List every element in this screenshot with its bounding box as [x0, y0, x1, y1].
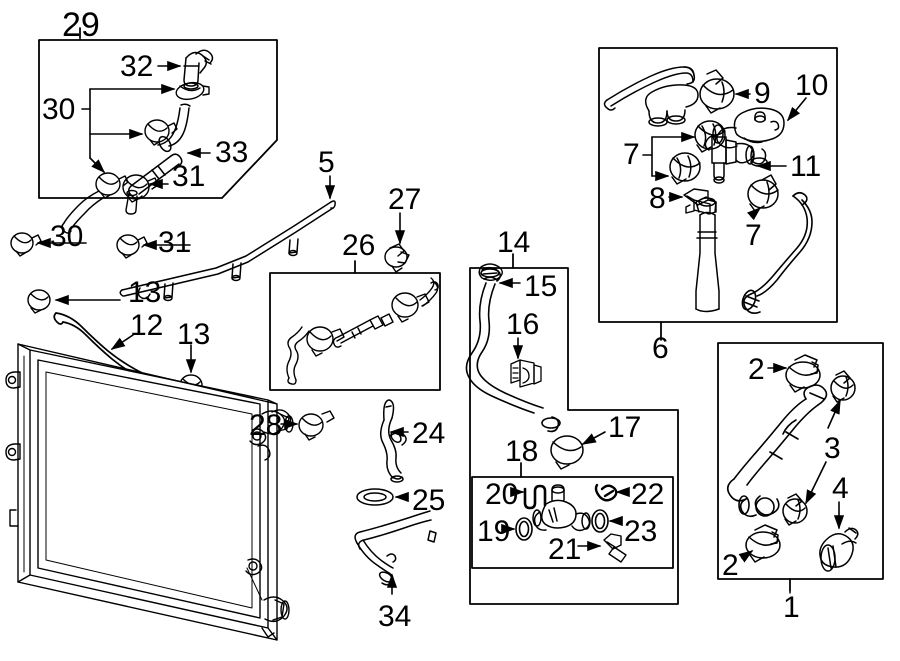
part-21-sensor — [603, 533, 627, 563]
panel-26-outline — [269, 260, 441, 391]
part-15-clamp — [478, 263, 503, 281]
part-27-clamp — [384, 243, 410, 273]
callout-12: 12 — [130, 309, 164, 342]
callout-13: 13 — [177, 318, 211, 351]
callout-3: 3 — [824, 432, 841, 465]
part-19-oring — [515, 517, 533, 541]
callout-26: 26 — [342, 229, 376, 262]
callout-30: 30 — [50, 220, 84, 253]
callout-1: 1 — [783, 591, 800, 624]
panel-6-hose-a — [603, 66, 696, 111]
panel-6-hose-b — [644, 84, 699, 127]
part-5-tube — [119, 200, 336, 302]
part-9-clamp — [699, 69, 735, 114]
part-16-clip — [510, 359, 542, 388]
part-28-clamp — [298, 410, 335, 441]
callout-7: 7 — [623, 138, 640, 171]
callout-34: 34 — [378, 600, 412, 633]
part-20-clip — [523, 484, 547, 510]
callout-15: 15 — [524, 270, 558, 303]
part-30-clamp-b — [144, 119, 178, 146]
callout-5: 5 — [318, 146, 335, 179]
callout-22: 22 — [631, 478, 665, 511]
callout-7: 7 — [745, 219, 762, 252]
callout-31: 31 — [172, 160, 206, 193]
part-30-clamp-c — [95, 172, 129, 199]
callout-9: 9 — [754, 77, 771, 110]
callout-23: 23 — [624, 515, 658, 548]
part-7-clamp-b — [669, 152, 701, 185]
callout-28: 28 — [249, 409, 283, 442]
part-24-pipe — [380, 399, 407, 483]
part-22-clip — [594, 483, 618, 502]
callout-2: 2 — [748, 353, 765, 386]
callout-18: 18 — [505, 435, 539, 468]
part-29-stub — [125, 189, 138, 215]
callout-33: 33 — [215, 136, 249, 169]
callout-31: 31 — [158, 226, 192, 259]
callout-17: 17 — [608, 411, 642, 444]
callout-4: 4 — [832, 472, 849, 505]
callout-14: 14 — [497, 226, 531, 259]
part-31-clamp-loose — [116, 234, 148, 259]
panel-6-hose-c — [741, 191, 813, 314]
callout-20: 20 — [485, 478, 519, 511]
callout-6: 6 — [652, 332, 669, 365]
callout-29: 29 — [62, 6, 100, 44]
part-25-gasket — [356, 488, 394, 506]
callout-32: 32 — [120, 50, 154, 83]
part-2-clamp-a — [785, 354, 821, 393]
callout-19: 19 — [477, 515, 511, 548]
panel-26-contents — [286, 277, 439, 385]
part-30-clamp-a — [175, 81, 210, 101]
callout-27: 27 — [388, 183, 422, 216]
part-13-clamp-a — [27, 289, 51, 314]
part-11-pipe — [704, 135, 755, 184]
part-2-clamp-b — [745, 524, 781, 563]
callout-30: 30 — [42, 93, 76, 126]
part-34-hose — [354, 510, 437, 586]
callout-25: 25 — [412, 484, 446, 517]
part-4-fitting — [819, 527, 859, 572]
panel-6-pipe — [695, 196, 720, 313]
callout-10: 10 — [795, 69, 829, 102]
part-1-hose-assembly — [726, 384, 828, 518]
callout-13: 13 — [128, 276, 162, 309]
radiator-core — [5, 343, 294, 641]
callout-21: 21 — [548, 533, 582, 566]
part-18-body — [532, 484, 591, 532]
part-30-clamp-loose — [10, 232, 42, 257]
callout-2: 2 — [722, 549, 739, 582]
callout-16: 16 — [506, 308, 540, 341]
callout-11: 11 — [790, 150, 822, 183]
panel-1-outline — [717, 342, 884, 594]
callout-8: 8 — [649, 182, 666, 215]
part-3-clamp-b — [782, 493, 808, 526]
part-17-clamp — [550, 435, 584, 470]
part-29-hose — [61, 190, 104, 234]
part-23-oring — [591, 509, 609, 533]
leader-lines — [36, 27, 845, 595]
callout-24: 24 — [412, 417, 446, 450]
